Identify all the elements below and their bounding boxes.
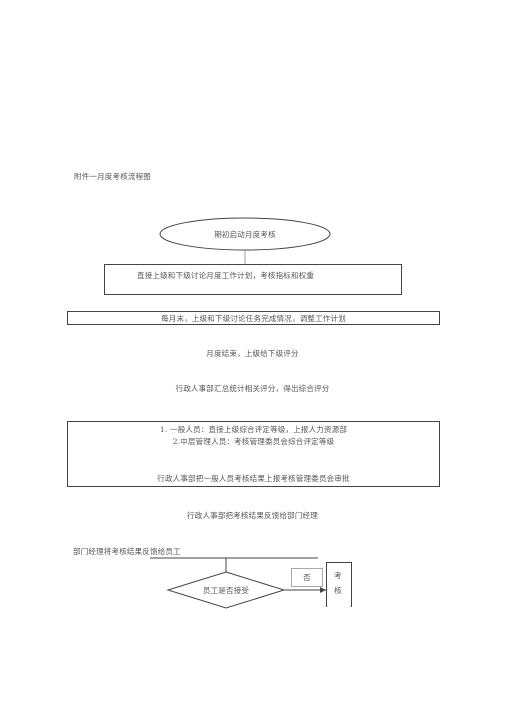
step7-label: 部门经理将考核结果反馈给员工	[73, 547, 181, 556]
step6-label: 行政人事部把考核结果反馈给部门经理	[187, 511, 318, 520]
step3-label: 月度结束，上级给下级评分	[206, 349, 299, 358]
step5-box: 1. 一般人员：直接上级综合评定等级，上报人力资源部 2.中层管理人员：考核管理…	[67, 421, 440, 487]
step5-line2: 2.中层管理人员：考核管理委员会综合评定等级	[172, 437, 335, 446]
side-box: 考核	[326, 562, 352, 607]
flowchart-caption: 附件一月度考核流程图	[74, 172, 151, 181]
no-label-box: 否	[291, 568, 323, 587]
step2-label: 每月末，上级和下级讨论任务完成情况，调整工作计划	[161, 314, 346, 323]
step5-line3: 行政人事部把一般人员考核结果上报考核管理委员会审批	[157, 474, 350, 483]
side-box-label: 考核	[334, 571, 342, 595]
decision-diamond	[166, 571, 286, 609]
decision-label: 员工是否接受	[202, 586, 250, 595]
step1-label: 直接上级和下级讨论月度工作计划，考核指标和权重	[137, 271, 315, 280]
step2-box: 每月末，上级和下级讨论任务完成情况，调整工作计划	[67, 311, 440, 325]
no-label: 否	[303, 573, 311, 582]
step1-box: 直接上级和下级讨论月度工作计划，考核指标和权重	[104, 264, 402, 295]
step4-label: 行政人事部汇总统计相关评分，得出综合评分	[175, 384, 330, 393]
arrow-head-icon	[320, 587, 326, 593]
start-label: 期初启动月度考核	[214, 230, 276, 239]
step5-line1: 1. 一般人员：直接上级综合评定等级，上报人力资源部	[159, 425, 348, 434]
